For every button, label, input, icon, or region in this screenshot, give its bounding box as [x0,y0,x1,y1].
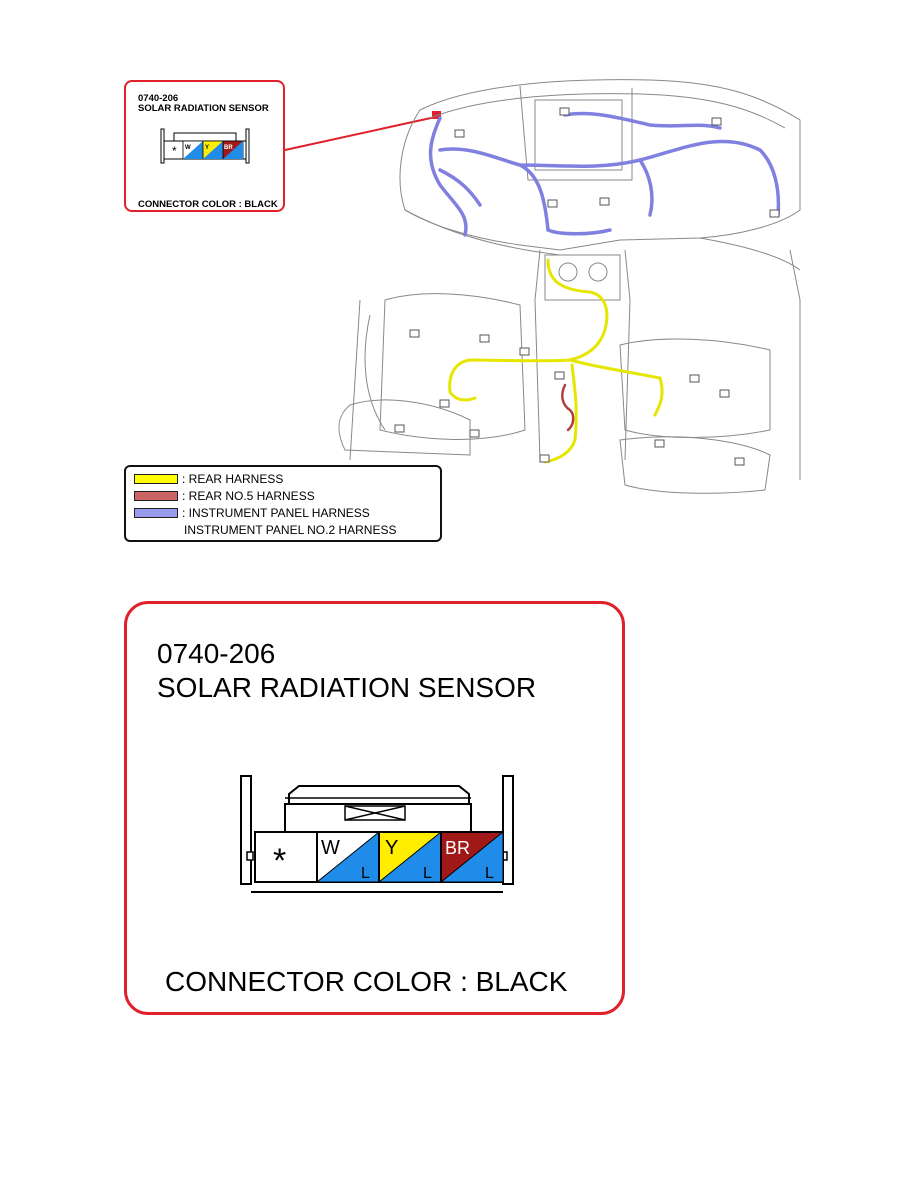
connector-pin-3 [439,830,504,883]
connector-pin-blank [254,831,318,883]
connector-detail-panel: 0740-206 SOLAR RADIATION SENSOR * W L [124,601,625,1015]
callout-connector-name: SOLAR RADIATION SENSOR [138,103,269,114]
legend-swatch-instrument-panel-harness [134,508,178,518]
pin-3-top-color: BR [445,838,470,858]
connector-color-label: CONNECTOR COLOR : BLACK [165,966,568,997]
callout-pin-1-top: W [185,145,191,151]
callout-blank-symbol: * [172,144,177,158]
callout-pin-3-top: BR [224,145,233,151]
legend-label-continuation: INSTRUMENT PANEL NO.2 HARNESS [184,523,397,537]
legend-item-rear-no5-harness: : REAR NO.5 HARNESS [134,489,315,503]
connector-pin-1 [315,830,380,883]
connector-face-diagram: * W L Y L BR L [240,775,514,893]
legend-item-instrument-panel-harness: : INSTRUMENT PANEL HARNESS [134,506,370,520]
callout-pin-1 [182,140,204,160]
callout-connector-face: * W Y BR [160,128,250,164]
legend-swatch-rear-harness [134,474,178,484]
legend-label: : INSTRUMENT PANEL HARNESS [182,506,370,520]
harness-legend: : REAR HARNESS : REAR NO.5 HARNESS : INS… [124,465,442,542]
sensor-location-marker [432,111,441,119]
callout-connector-color: CONNECTOR COLOR : BLACK [138,199,278,210]
legend-label: : REAR HARNESS [182,472,284,486]
pin-2-bottom-color: L [423,865,432,882]
callout-leader-line [284,115,441,151]
pin-3-bottom-color: L [485,865,494,882]
pin-2-top-color: Y [385,837,398,859]
legend-swatch-rear-no5-harness [134,491,178,501]
connector-code: 0740-206 [157,638,276,669]
callout-connector-code: 0740-206 [138,93,179,104]
callout-pin-3 [222,140,244,160]
connector-callout: 0740-206 SOLAR RADIATION SENSOR * W Y BR… [124,80,285,212]
connector-name: SOLAR RADIATION SENSOR [157,672,537,703]
pin-1-top-color: W [321,837,340,859]
legend-item-rear-harness: : REAR HARNESS [134,472,283,486]
callout-pin-2-top: Y [205,145,209,151]
legend-label: : REAR NO.5 HARNESS [182,489,315,503]
pin-1-bottom-color: L [361,865,370,882]
callout-pin-2 [202,140,224,160]
blank-pin-symbol: * [273,842,286,880]
